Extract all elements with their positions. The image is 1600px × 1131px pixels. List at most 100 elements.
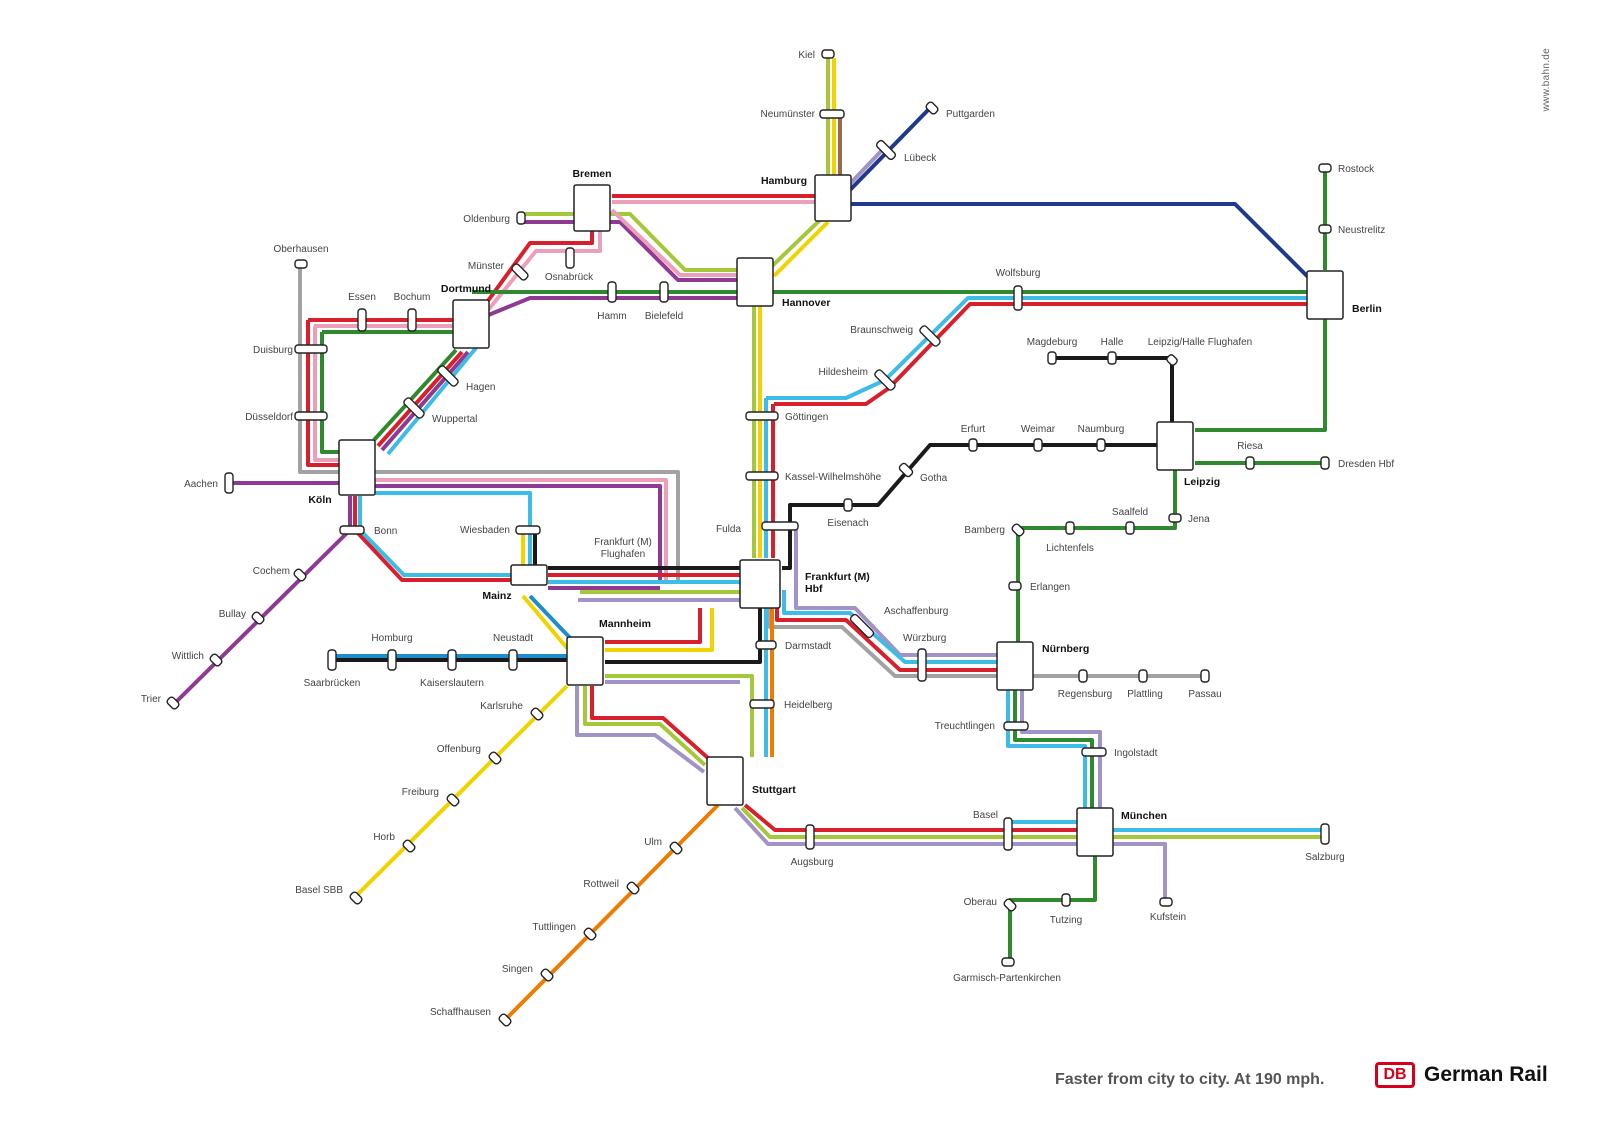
station-riesa[interactable] (1245, 456, 1255, 470)
hub-hamburg[interactable] (814, 174, 852, 222)
station-basel-sbb[interactable] (349, 891, 363, 905)
station-saarbrücken[interactable] (327, 649, 337, 671)
hub-dortmund[interactable] (452, 299, 490, 349)
hub-leipzig[interactable] (1156, 421, 1194, 471)
station-hagen[interactable] (437, 365, 460, 388)
station-göttingen[interactable] (745, 411, 779, 421)
station-würzburg[interactable] (917, 648, 927, 682)
station-essen[interactable] (357, 308, 367, 332)
hub-stuttgart[interactable] (706, 756, 744, 806)
station-erfurt[interactable] (968, 438, 978, 452)
station-offenburg[interactable] (488, 751, 502, 765)
station-aachen[interactable] (224, 472, 234, 494)
station-schaffhausen[interactable] (498, 1013, 512, 1027)
rail-line-lavender (844, 144, 888, 190)
station-label-tutzing: Tutzing (1050, 915, 1082, 926)
station-homburg[interactable] (387, 649, 397, 671)
rail-line-green (372, 348, 458, 442)
station-neustrelitz[interactable] (1318, 224, 1332, 234)
station-kassel-wilhelmshöhe[interactable] (745, 471, 779, 481)
station-duisburg[interactable] (294, 344, 328, 354)
station-aschaffenburg[interactable] (849, 613, 875, 639)
station-singen[interactable] (540, 968, 554, 982)
station-trier[interactable] (166, 696, 180, 710)
station-weimar[interactable] (1033, 438, 1043, 452)
station-rostock[interactable] (1318, 163, 1332, 173)
station-fulda[interactable] (761, 521, 799, 531)
hub-münchen[interactable] (1076, 807, 1114, 857)
station-lübeck[interactable] (875, 139, 897, 161)
station-tutzing[interactable] (1061, 893, 1071, 907)
station-hildesheim[interactable] (874, 369, 897, 392)
station-oldenburg[interactable] (516, 211, 526, 225)
station-naumburg[interactable] (1096, 438, 1106, 452)
station-neumünster[interactable] (819, 109, 845, 119)
station-darmstadt[interactable] (755, 640, 777, 650)
station-ulm[interactable] (669, 841, 683, 855)
station-freiburg[interactable] (446, 793, 460, 807)
rail-line-yellow (354, 684, 569, 898)
station-basel[interactable] (1003, 817, 1013, 851)
station-braunschweig[interactable] (919, 325, 942, 348)
station-bielefeld[interactable] (659, 281, 669, 303)
station-heidelberg[interactable] (749, 699, 775, 709)
hub-bremen[interactable] (573, 184, 611, 232)
station-kaiserslautern[interactable] (447, 649, 457, 671)
station-cochem[interactable] (293, 568, 307, 582)
station-lichtenfels[interactable] (1065, 521, 1075, 535)
station-label-erfurt: Erfurt (961, 424, 986, 435)
station-hamm[interactable] (607, 281, 617, 303)
station-oberau[interactable] (1003, 898, 1017, 912)
hub-berlin[interactable] (1306, 270, 1344, 320)
station-osnabrück[interactable] (565, 247, 575, 269)
station-erlangen[interactable] (1008, 581, 1022, 591)
station-oberhausen[interactable] (294, 259, 308, 269)
station-tuttlingen[interactable] (583, 927, 597, 941)
station-bullay[interactable] (251, 611, 265, 625)
station-jena[interactable] (1168, 513, 1182, 523)
station-garmisch-partenkirchen[interactable] (1001, 957, 1015, 967)
station-düsseldorf[interactable] (294, 411, 328, 421)
station-plattling[interactable] (1138, 669, 1148, 683)
station-salzburg[interactable] (1320, 823, 1330, 845)
hub-mannheim[interactable] (566, 636, 604, 686)
station-regensburg[interactable] (1078, 669, 1088, 683)
station-leipzig-halle-flughafen[interactable] (1166, 354, 1179, 367)
hub-hannover[interactable] (736, 257, 774, 307)
station-karlsruhe[interactable] (530, 707, 544, 721)
station-augsburg[interactable] (805, 824, 815, 850)
rail-line-red (306, 320, 342, 467)
rail-line-grey (298, 265, 342, 474)
station-dresden-hbf[interactable] (1320, 456, 1330, 470)
station-wuppertal[interactable] (403, 397, 426, 420)
station-treuchtlingen[interactable] (1003, 721, 1029, 731)
station-bochum[interactable] (407, 308, 417, 332)
hub-mainz[interactable] (510, 564, 548, 586)
station-label-regensburg: Regensburg (1058, 689, 1112, 700)
station-münster[interactable] (511, 263, 529, 281)
station-kufstein[interactable] (1159, 897, 1173, 907)
hub-nürnberg[interactable] (996, 641, 1034, 691)
station-magdeburg[interactable] (1047, 351, 1057, 365)
station-kiel[interactable] (821, 49, 835, 59)
station-wolfsburg[interactable] (1013, 285, 1023, 311)
station-puttgarden[interactable] (925, 101, 939, 115)
station-horb[interactable] (402, 839, 416, 853)
hub-köln[interactable] (338, 439, 376, 496)
station-neustadt[interactable] (508, 649, 518, 671)
station-bonn[interactable] (339, 525, 365, 535)
station-bamberg[interactable] (1011, 523, 1025, 537)
station-gotha[interactable] (898, 462, 914, 478)
website-url[interactable]: www.bahn.de (1541, 48, 1552, 112)
station-halle[interactable] (1107, 351, 1117, 365)
station-rottweil[interactable] (626, 881, 640, 895)
station-wiesbaden[interactable] (515, 525, 541, 535)
station-saalfeld[interactable] (1125, 521, 1135, 535)
station-wittlich[interactable] (209, 653, 223, 667)
station-eisenach[interactable] (843, 498, 853, 512)
hub-frankfurt-m-hbf[interactable] (739, 559, 781, 609)
rail-line-black (1052, 356, 1174, 424)
station-label-wuppertal: Wuppertal (432, 414, 477, 425)
station-passau[interactable] (1200, 669, 1210, 683)
station-ingolstadt[interactable] (1081, 747, 1107, 757)
